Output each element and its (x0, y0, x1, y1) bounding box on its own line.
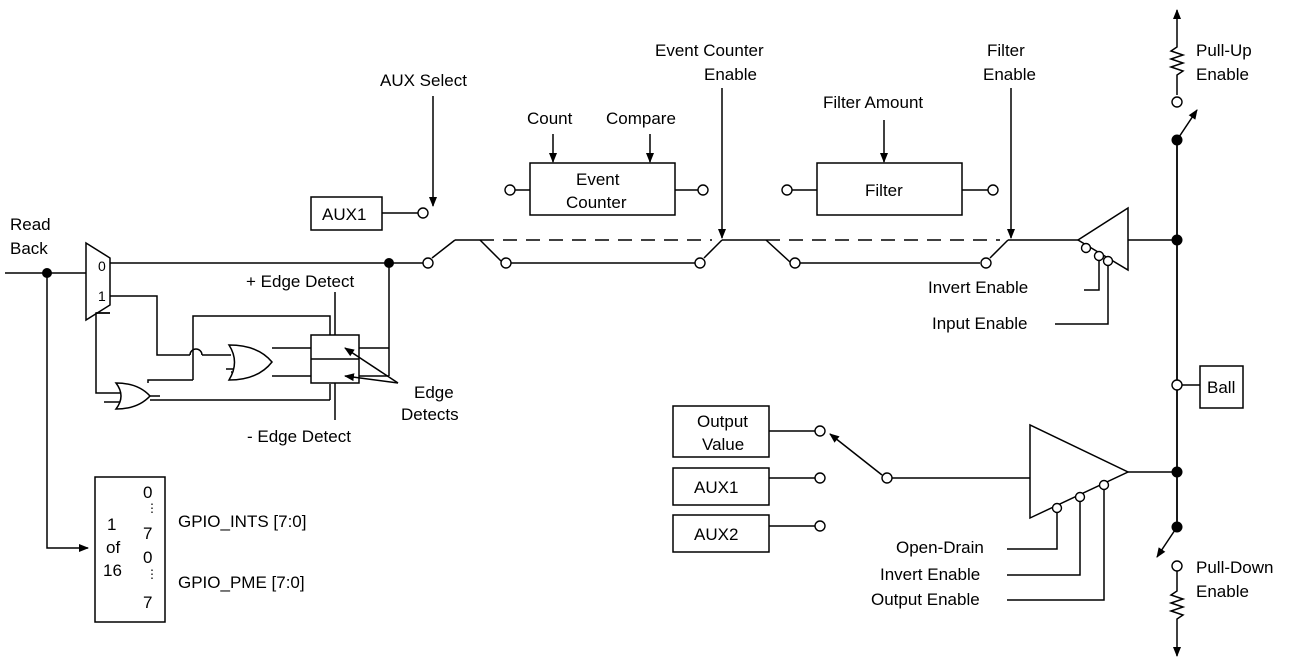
bus-junction-input (1171, 234, 1183, 246)
ball-label: Ball (1207, 378, 1235, 397)
filter-section: Filter Amount Filter Filter Enable (766, 41, 1078, 269)
reg-top-0: 0 (143, 483, 152, 502)
aux1-bottom-label: AUX1 (694, 478, 738, 497)
edge-detect-logic: + Edge Detect - Edge Detect Edge Detects (95, 263, 459, 446)
gpio-register: 0 ⋮ 7 0 ⋮ 7 1 of 16 GPIO_INTS [7:0] GPIO… (94, 476, 307, 623)
pull-up-section: Pull-Up Enable (1168, 9, 1252, 141)
event-counter-enable-label: Event Counter (655, 41, 764, 60)
reg-one: 1 (107, 515, 116, 534)
output-switch-pivot (881, 472, 893, 484)
edge-detects-label-2: Detects (401, 405, 459, 424)
pull-down-label: Pull-Down (1196, 558, 1273, 577)
svg-text:⋮: ⋮ (146, 501, 158, 515)
mux-input-1-label: 1 (98, 288, 106, 304)
reg-of: of (106, 538, 120, 557)
svg-text:⋮: ⋮ (146, 567, 158, 581)
reg-sixteen: 16 (103, 561, 122, 580)
pull-down-section: Pull-Down Enable (1156, 526, 1273, 657)
output-buffer (1029, 423, 1130, 520)
aux1-top-label: AUX1 (322, 205, 366, 224)
output-value-label-2: Value (702, 435, 744, 454)
aux-select-label: AUX Select (380, 71, 467, 90)
reg-top-7: 7 (143, 524, 152, 543)
reg-bot-0: 0 (143, 548, 152, 567)
input-mux: 0 1 (85, 241, 111, 322)
ball-box (1199, 365, 1244, 409)
reg-bot-7: 7 (143, 593, 152, 612)
minus-edge-detect-label: - Edge Detect (247, 427, 351, 446)
read-back-label: Read (10, 215, 51, 234)
filter-box (816, 162, 963, 216)
read-back-label-2: Back (10, 239, 48, 258)
output-value-label-1: Output (697, 412, 748, 431)
filter-enable-label-2: Enable (983, 65, 1036, 84)
input-buffer: Invert Enable Input Enable (928, 206, 1177, 333)
or-gate-upper (227, 344, 273, 381)
filter-amount-label: Filter Amount (823, 93, 923, 112)
compare-label: Compare (606, 109, 676, 128)
event-counter-label-1: Event (576, 170, 620, 189)
event-counter-section: Count Compare Event Counter Event Counte… (480, 41, 980, 269)
event-counter-enable-label-2: Enable (704, 65, 757, 84)
gpio-ints-label: GPIO_INTS [7:0] (178, 512, 307, 531)
pull-up-label-2: Enable (1196, 65, 1249, 84)
aux2-box (672, 514, 770, 553)
mux-input-0-label: 0 (98, 258, 106, 274)
aux1-bottom-box (672, 467, 770, 506)
input-enable-label: Input Enable (932, 314, 1027, 333)
open-drain-label: Open-Drain (896, 538, 984, 557)
gpio-pme-label: GPIO_PME [7:0] (178, 573, 305, 592)
pull-down-label-2: Enable (1196, 582, 1249, 601)
output-section: Output Value AUX1 AUX2 Open-Drain Invert… (672, 405, 1177, 609)
aux2-label: AUX2 (694, 525, 738, 544)
pad-bus: Ball (1171, 134, 1244, 533)
edge-detects-label: Edge (414, 383, 454, 402)
invert-enable-top-label: Invert Enable (928, 278, 1028, 297)
aux-select-section: AUX1 AUX Select (310, 71, 695, 269)
plus-edge-detect-label: + Edge Detect (246, 272, 354, 291)
event-counter-label-2: Counter (566, 193, 627, 212)
event-counter-box (529, 162, 676, 216)
pull-up-label: Pull-Up (1196, 41, 1252, 60)
count-label: Count (527, 109, 573, 128)
read-back-section: Read Back (5, 215, 89, 552)
invert-enable-bottom-label: Invert Enable (880, 565, 980, 584)
output-enable-label: Output Enable (871, 590, 980, 609)
filter-enable-label: Filter (987, 41, 1025, 60)
or-gate-lower (114, 382, 152, 410)
filter-box-label: Filter (865, 181, 903, 200)
